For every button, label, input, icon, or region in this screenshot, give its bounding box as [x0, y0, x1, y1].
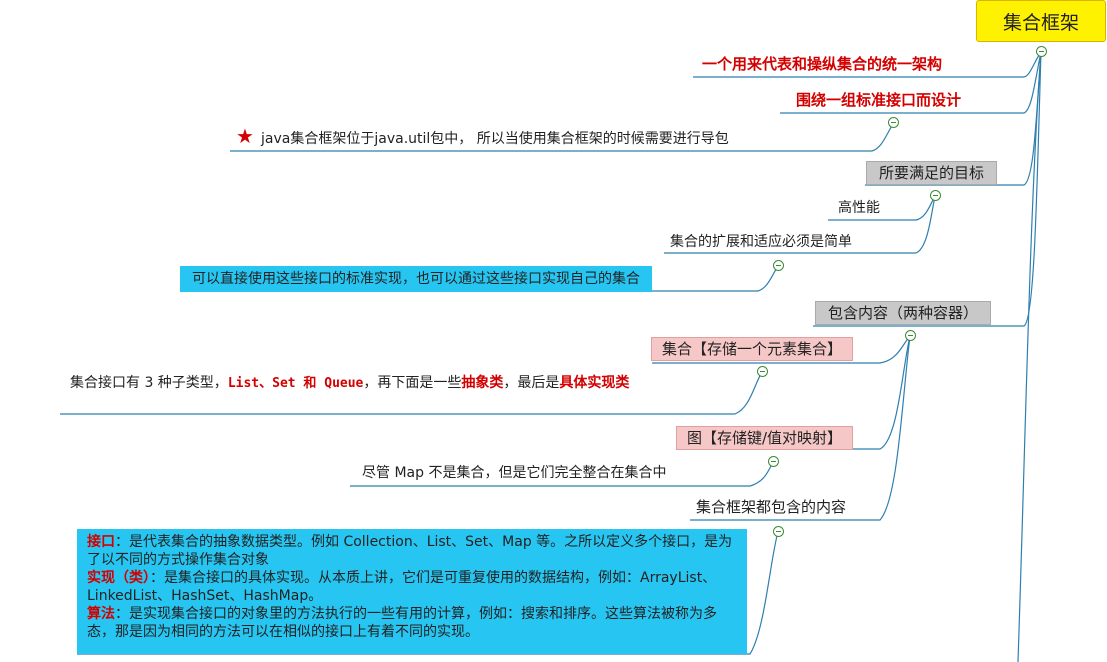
coll-desc-text: 集合接口有 3 种子类型，: [70, 375, 228, 391]
node-contains[interactable]: 包含内容（两种容器）: [815, 301, 992, 325]
detail-impl: 实现（类）：是集合接口的具体实现。从本质上讲，它们是可重复使用的数据结构，例如：…: [87, 570, 717, 604]
coll-desc-text: ，再下面是一些: [363, 375, 462, 391]
node-goals[interactable]: 所要满足的目标: [866, 161, 998, 185]
root-node-title[interactable]: 集合框架: [976, 0, 1106, 42]
detail-algo: 算法：是实现集合接口的对象里的方法执行的一些有用的计算，例如：搜索和排序。这些算…: [87, 606, 717, 640]
line-contains: [813, 51, 1042, 327]
line-framework-contents: [690, 335, 911, 521]
coll-desc-abstract: 抽象类: [461, 375, 504, 391]
node-details[interactable]: 接口：是代表集合的抽象数据类型。例如 Collection、List、Set、M…: [77, 529, 747, 654]
node-std-interface[interactable]: 围绕一组标准接口而设计: [796, 91, 962, 109]
collapse-toggle-icon[interactable]: [773, 526, 784, 537]
node-extend-simple[interactable]: 集合的扩展和适应必须是简单: [670, 234, 852, 250]
collapse-toggle-icon[interactable]: [1036, 46, 1047, 57]
collapse-toggle-icon[interactable]: [757, 366, 768, 377]
line-goals: [865, 51, 1042, 186]
star-icon: ★: [236, 124, 254, 148]
node-java-util[interactable]: ★ java集合框架位于java.util包中， 所以当使用集合框架的时候需要进…: [236, 126, 731, 149]
node-java-util-label: java集合框架位于java.util包中， 所以当使用集合框架的时候需要进行导…: [261, 131, 729, 147]
collapse-toggle-icon[interactable]: [905, 330, 916, 341]
node-map-desc[interactable]: 尽管 Map 不是集合，但是它们完全整合在集合中: [362, 465, 667, 481]
line-details: [77, 531, 779, 655]
collapse-toggle-icon[interactable]: [888, 117, 899, 128]
node-unified-arch[interactable]: 一个用来代表和操纵集合的统一架构: [702, 55, 943, 73]
collapse-toggle-icon[interactable]: [768, 456, 779, 467]
coll-desc-types: List、Set 和 Queue: [227, 376, 364, 391]
line-extend-simple: [664, 195, 936, 254]
coll-desc-text: ，最后是: [503, 375, 560, 391]
node-coll-desc[interactable]: 集合接口有 3 种子类型，List、Set 和 Queue，再下面是一些抽象类，…: [70, 374, 720, 393]
node-direct-use[interactable]: 可以直接使用这些接口的标准实现，也可以通过这些接口实现自己的集合: [180, 266, 652, 292]
line-std-interface: [780, 51, 1042, 114]
root-trunk-line: [1017, 51, 1042, 662]
line-map: [676, 335, 911, 450]
detail-interface: 接口：是代表集合的抽象数据类型。例如 Collection、List、Set、M…: [87, 534, 733, 568]
coll-desc-concrete: 具体实现类: [559, 375, 630, 391]
node-collection[interactable]: 集合【存储一个元素集合】: [651, 337, 854, 361]
node-map[interactable]: 图【存储键/值对映射】: [676, 426, 854, 450]
collapse-toggle-icon[interactable]: [930, 190, 941, 201]
node-high-perf[interactable]: 高性能: [838, 200, 880, 216]
node-framework-contents[interactable]: 集合框架都包含的内容: [696, 498, 847, 516]
collapse-toggle-icon[interactable]: [773, 260, 784, 271]
